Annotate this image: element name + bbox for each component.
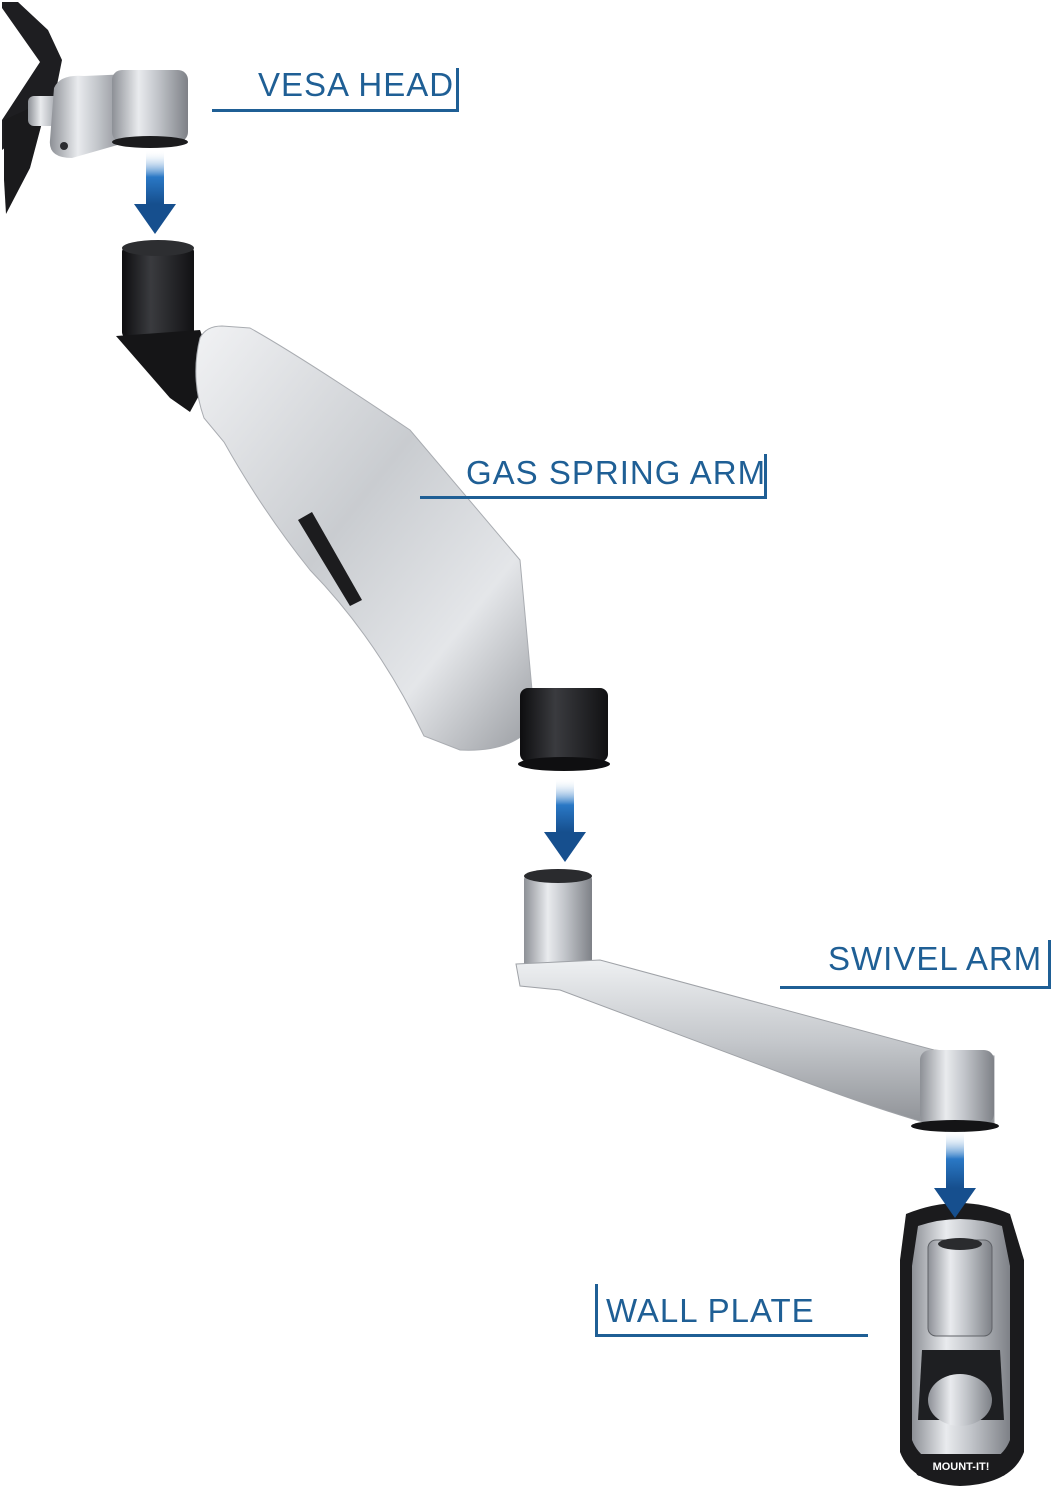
label-swivel-arm: SWIVEL ARM [828, 940, 1043, 977]
label-gas-spring-arm: GAS SPRING ARM [466, 454, 767, 491]
label-vesa-head: VESA HEAD [258, 66, 455, 103]
swivel-arm-part [515, 869, 999, 1132]
label-wall-plate: WALL PLATE [606, 1292, 815, 1329]
gas-spring-arm-part [116, 240, 610, 771]
down-arrow-icon [934, 1130, 976, 1218]
wall-plate-part: MOUNT-IT! [900, 1203, 1024, 1486]
wall-plate-bracket [595, 1284, 868, 1337]
vesa-head-bracket [212, 68, 459, 112]
brand-logo-text: MOUNT-IT! [933, 1461, 990, 1473]
down-arrow-icon [134, 150, 176, 234]
swivel-arm-bracket [780, 940, 1051, 989]
gas-spring-arm-bracket [420, 454, 767, 499]
down-arrow-icon [544, 778, 586, 862]
vesa-head-part [2, 2, 188, 214]
